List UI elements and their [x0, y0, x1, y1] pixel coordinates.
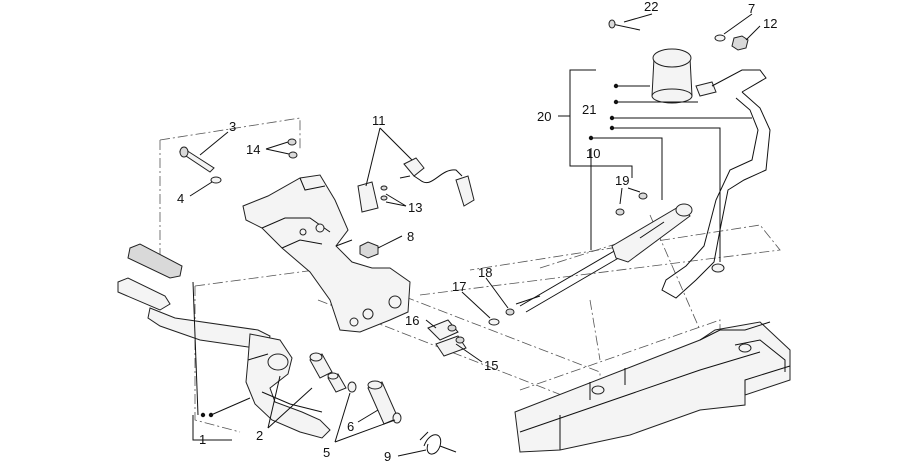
callout-1: 1: [199, 432, 206, 447]
brake-hose: [661, 69, 771, 299]
fluid-reservoir: [608, 19, 749, 104]
callout-15: 15: [484, 358, 498, 373]
pedal-pivot-bolt: [178, 138, 298, 184]
callout-7: 7: [748, 1, 755, 16]
pedal-bracket: [242, 174, 411, 333]
callout-3: 3: [229, 119, 236, 134]
callout-18: 18: [478, 265, 492, 280]
callout-12: 12: [763, 16, 777, 31]
callout-13: 13: [408, 200, 422, 215]
callout-19: 19: [615, 173, 629, 188]
bushings-and-spacers: [309, 352, 457, 455]
callout-20: 20: [537, 109, 551, 124]
master-cylinder: [515, 192, 693, 313]
callout-10: 10: [586, 146, 600, 161]
nut-8: [359, 241, 379, 259]
frame-rail: [514, 321, 791, 453]
callout-9: 9: [384, 449, 391, 464]
callout-6: 6: [347, 419, 354, 434]
callout-16: 16: [405, 313, 419, 328]
callout-labels: 1 2 3 4 5 6 7 8 9 10 11 12 13 14 15 16 1…: [177, 0, 777, 464]
brake-pedal: [117, 243, 331, 439]
callout-5: 5: [323, 445, 330, 460]
callout-14: 14: [246, 142, 260, 157]
callout-11: 11: [372, 113, 386, 128]
callout-8: 8: [407, 229, 414, 244]
stop-switch-assembly: [357, 157, 475, 213]
callout-2: 2: [256, 428, 263, 443]
callout-17: 17: [452, 279, 466, 294]
callout-21: 21: [582, 102, 596, 117]
leader-lines: [189, 13, 761, 457]
callout-4: 4: [177, 191, 184, 206]
callout-22: 22: [644, 0, 658, 14]
clevis-assembly: [427, 308, 515, 357]
